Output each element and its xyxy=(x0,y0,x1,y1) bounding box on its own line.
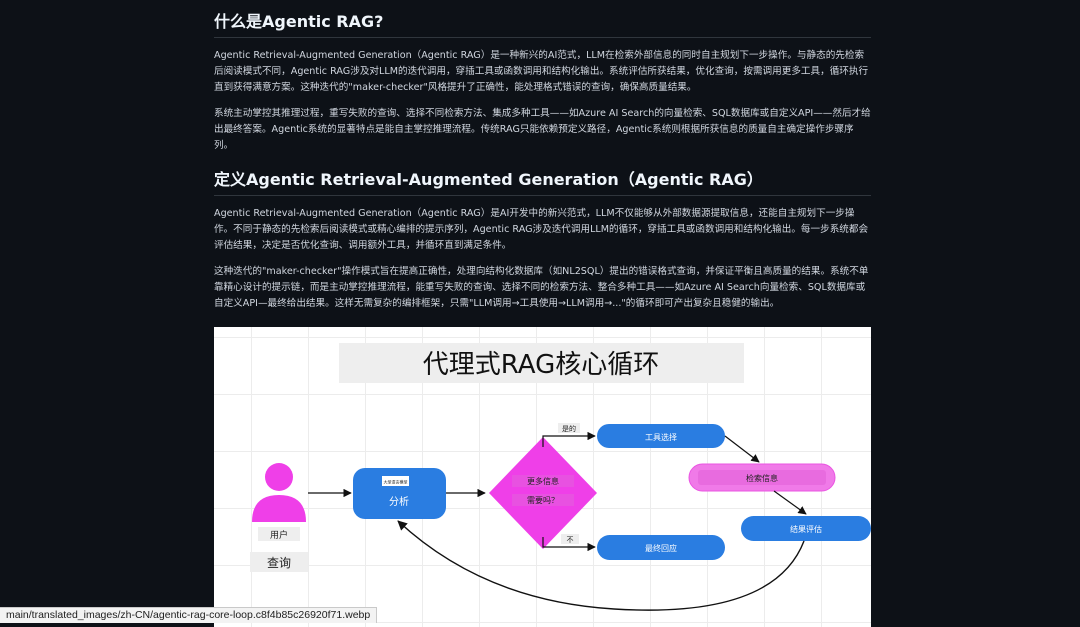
retrieve-info-label: 检索信息 xyxy=(746,473,778,483)
analyze-label: 分析 xyxy=(389,495,409,508)
paragraph-4: 这种迭代的"maker-checker"操作模式旨在提高正确性，处理向结构化数据… xyxy=(214,266,869,309)
section-heading-definition: 定义Agentic Retrieval-Augmented Generation… xyxy=(214,166,871,196)
tool-select-label: 工具选择 xyxy=(645,432,677,442)
paragraph-1: Agentic Retrieval-Augmented Generation（A… xyxy=(214,50,869,93)
query-label: 查询 xyxy=(267,556,291,570)
diagram-title: 代理式RAG核心循环 xyxy=(423,350,660,380)
paragraph-2: 系统主动掌控其推理过程，重写失败的查询、选择不同检索方法、集成多种工具——如Az… xyxy=(214,108,871,151)
analyze-node xyxy=(353,468,446,519)
diagram-title-box xyxy=(339,343,744,383)
decision-node xyxy=(489,437,597,549)
no-label: 不 xyxy=(567,536,574,544)
tool-select-node xyxy=(597,424,725,448)
user-icon xyxy=(252,463,306,522)
yes-label: 是的 xyxy=(562,424,576,433)
evaluate-results-label: 结果评估 xyxy=(790,524,822,534)
evaluate-results-node xyxy=(741,516,871,541)
agentic-rag-loop-diagram: 代理式RAG核心循环 用户 查询 大型语言模型 分析 更多信息 需要吗？ 是的 … xyxy=(214,327,871,627)
analyze-small-label: 大型语言模型 xyxy=(384,479,408,485)
article-content: 什么是Agentic RAG? Agentic Retrieval-Augmen… xyxy=(214,0,871,312)
paragraph-3: Agentic Retrieval-Augmented Generation（A… xyxy=(214,208,869,251)
decision-line2: 需要吗？ xyxy=(527,496,559,505)
status-bar-url: main/translated_images/zh-CN/agentic-rag… xyxy=(0,607,378,623)
final-response-label: 最终回应 xyxy=(645,543,677,553)
user-label: 用户 xyxy=(270,529,288,541)
decision-line1: 更多信息 xyxy=(527,476,559,486)
section-heading-what-is: 什么是Agentic RAG? xyxy=(214,8,871,38)
final-response-node xyxy=(597,535,725,560)
